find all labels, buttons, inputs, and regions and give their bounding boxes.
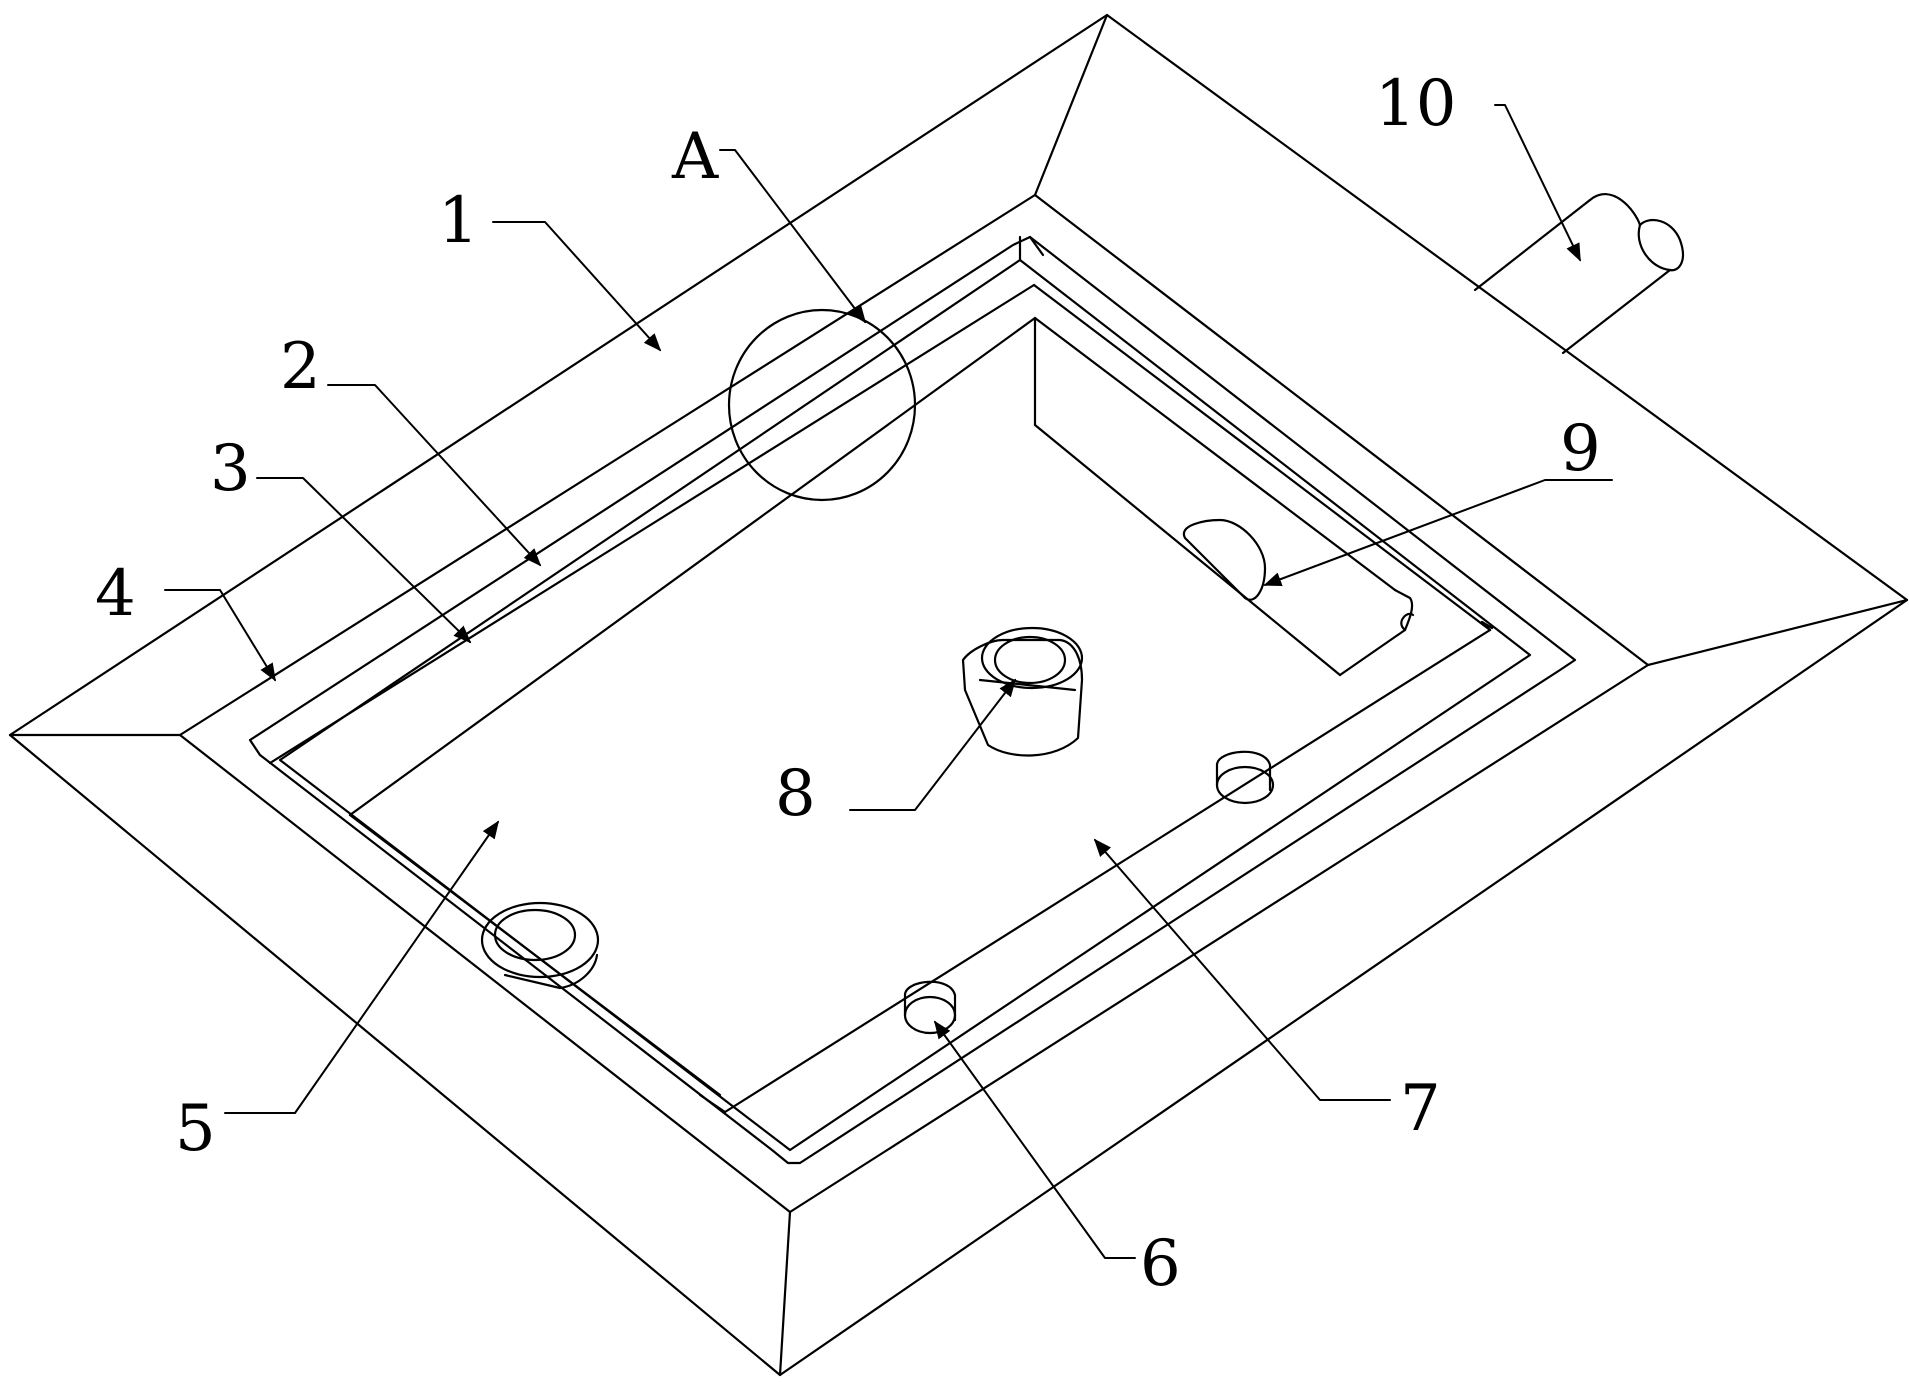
- callout-label-a: A: [671, 120, 719, 194]
- callout-label-10: 10: [1375, 67, 1456, 141]
- drain-outlet: [961, 626, 1084, 757]
- stud-lower: [903, 980, 957, 1035]
- level-sensor: [1182, 518, 1267, 601]
- detail-circle-a: [727, 308, 917, 502]
- feed-hole: [480, 901, 600, 990]
- stud-upper: [1215, 750, 1275, 805]
- callout-label-9: 9: [1560, 412, 1601, 486]
- pipe: [1473, 193, 1685, 355]
- callout-labels: 1 2 3 4 5 6 7 8 9 10 A: [95, 67, 1601, 1301]
- callout-label-4: 4: [95, 557, 136, 631]
- groove-channels: [248, 235, 1577, 1165]
- callout-label-2: 2: [280, 330, 321, 404]
- callout-label-5: 5: [175, 1092, 216, 1166]
- callout-label-1: 1: [438, 184, 479, 258]
- callout-label-3: 3: [210, 432, 251, 506]
- callout-label-7: 7: [1400, 1072, 1441, 1146]
- leader-lines: [164, 104, 1613, 1259]
- callout-label-8: 8: [775, 757, 816, 831]
- inner-basin: [348, 316, 1415, 1097]
- outer-frame: [8, 13, 1909, 1377]
- callout-label-6: 6: [1140, 1227, 1181, 1301]
